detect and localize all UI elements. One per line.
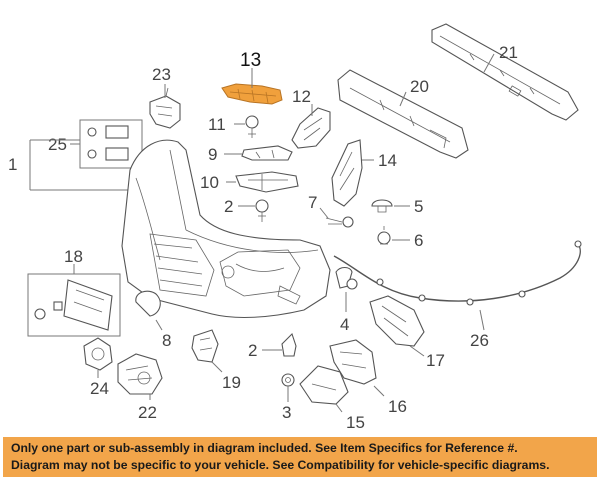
part-4-grommet[interactable]	[335, 266, 358, 290]
leader-8	[155, 319, 163, 331]
part-20-absorber[interactable]	[337, 69, 469, 159]
part-3-nut[interactable]	[281, 373, 295, 387]
part-7-bolt[interactable]	[325, 216, 354, 228]
part-2-screw-lower[interactable]	[281, 332, 297, 357]
leader-20	[399, 91, 407, 107]
parts-diagram: 13 21 20 23 25 1	[8, 23, 582, 432]
callout-8: 8	[162, 331, 171, 350]
callout-18: 18	[64, 247, 83, 266]
callout-14: 14	[378, 151, 397, 170]
part-15-cover[interactable]	[299, 365, 349, 405]
part-26-wire-harness[interactable]	[333, 240, 582, 306]
part-23-sensor[interactable]	[149, 87, 181, 129]
callout-10: 10	[200, 173, 219, 192]
callout-7: 7	[308, 193, 317, 212]
callout-25: 25	[48, 135, 67, 154]
callout-19: 19	[222, 373, 241, 392]
part-1-bumper-cover[interactable]	[121, 139, 331, 319]
callout-23: 23	[152, 65, 171, 84]
callout-15: 15	[346, 413, 365, 432]
disclaimer-line-1: Only one part or sub-assembly in diagram…	[11, 441, 518, 455]
part-6-screw[interactable]	[377, 226, 391, 245]
callout-11: 11	[208, 115, 226, 134]
callout-16: 16	[388, 397, 407, 416]
callout-24: 24	[90, 379, 109, 398]
part-8-cap[interactable]	[135, 290, 161, 317]
part-17-bracket[interactable]	[369, 295, 425, 347]
callout-12: 12	[292, 87, 311, 106]
part-10-bracket[interactable]	[235, 171, 299, 193]
callout-20: 20	[410, 77, 429, 96]
leader-21	[483, 53, 495, 73]
leader-16	[373, 385, 385, 397]
callout-13: 13	[240, 50, 261, 71]
part-14-side-bracket[interactable]	[331, 139, 363, 207]
callout-1: 1	[8, 155, 17, 174]
part-24-retainer[interactable]	[83, 337, 113, 371]
part-19-connector[interactable]	[191, 329, 219, 363]
callout-3: 3	[282, 403, 291, 422]
callout-17: 17	[426, 351, 445, 370]
callout-4: 4	[340, 315, 349, 334]
part-21-reinforcement[interactable]	[431, 23, 579, 121]
leader-15	[335, 403, 343, 413]
part-11-bolt[interactable]	[245, 115, 259, 138]
callout-2b: 2	[248, 341, 257, 360]
part-18-plate-bracket[interactable]	[34, 279, 113, 331]
callout-22: 22	[138, 403, 157, 422]
part-5-clip[interactable]	[371, 199, 393, 213]
leader-17	[409, 345, 425, 357]
callout-26: 26	[470, 331, 489, 350]
callout-21: 21	[499, 43, 518, 62]
disclaimer-line-2: Diagram may not be specific to your vehi…	[11, 458, 550, 472]
part-13-bracket[interactable]	[221, 83, 283, 105]
part-2-screw-upper[interactable]	[255, 199, 269, 222]
callout-9: 9	[208, 145, 217, 164]
leader-26	[479, 309, 485, 331]
leader-19	[211, 361, 223, 373]
disclaimer-banner: Only one part or sub-assembly in diagram…	[3, 437, 597, 477]
part-12-bracket[interactable]	[291, 107, 331, 149]
callout-5: 5	[414, 197, 423, 216]
part-9-bracket[interactable]	[241, 145, 293, 161]
leader-7	[319, 207, 329, 219]
callout-2a: 2	[224, 197, 233, 216]
part-22-sensor-housing[interactable]	[117, 353, 163, 395]
part-25-clips[interactable]	[87, 125, 129, 161]
part-16-bracket[interactable]	[329, 339, 377, 385]
callout-6: 6	[414, 231, 423, 250]
